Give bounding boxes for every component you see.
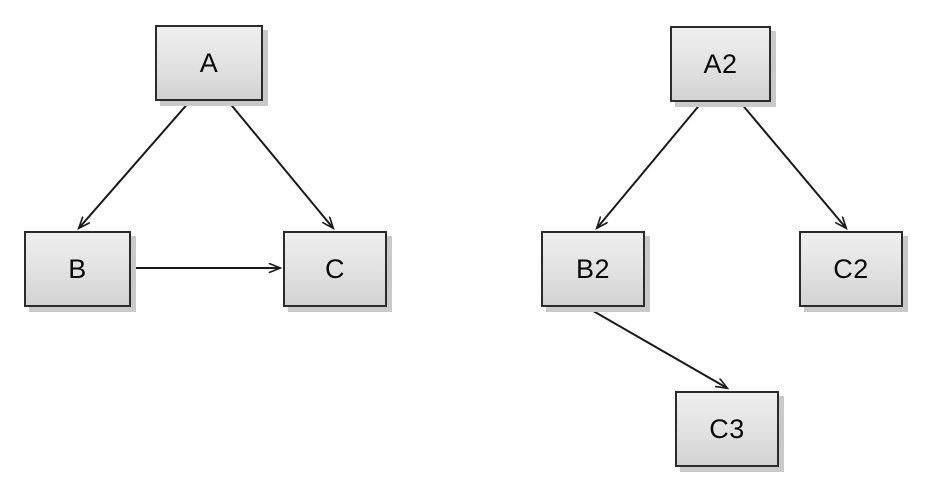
node-label: C: [325, 253, 345, 284]
edge-a-to-b[interactable]: [79, 100, 191, 228]
node-label: B: [68, 253, 87, 284]
node-label: A2: [703, 48, 738, 79]
node-label: C3: [709, 413, 745, 444]
edge-a2-to-c2[interactable]: [739, 101, 846, 228]
node-label: B2: [575, 253, 611, 284]
node-b[interactable]: B: [24, 231, 131, 307]
node-a2[interactable]: A2: [670, 26, 771, 102]
node-label: C2: [833, 253, 869, 284]
node-b2[interactable]: B2: [541, 231, 645, 307]
node-c[interactable]: C: [283, 231, 387, 307]
edge-b2-to-c3[interactable]: [587, 307, 727, 388]
edge-a2-to-b2[interactable]: [597, 101, 703, 228]
node-a[interactable]: A: [155, 25, 263, 101]
edge-a-to-c[interactable]: [227, 100, 333, 228]
node-c2[interactable]: C2: [799, 231, 903, 307]
node-label: A: [199, 47, 219, 78]
node-c3[interactable]: C3: [675, 391, 779, 467]
